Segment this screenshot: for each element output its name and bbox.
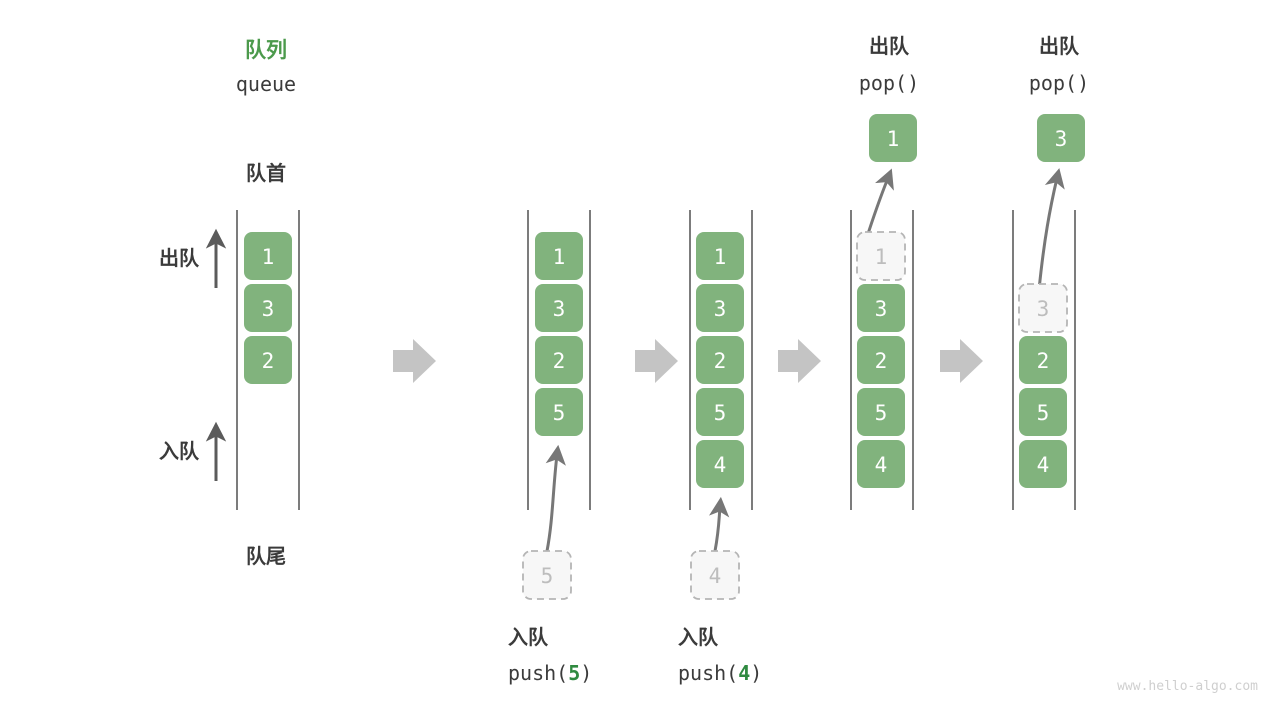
- queue-cell-value: 4: [1037, 453, 1050, 477]
- stage-caption-code: push(4): [678, 661, 762, 685]
- stage-push-5: 1 3 2 5 5 入队 push(5): [508, 210, 592, 685]
- queue-cell-removed: 1: [856, 231, 906, 281]
- queue-cell-value: 4: [875, 453, 888, 477]
- stage-caption-cn: 入队: [678, 625, 719, 649]
- queue-cell: 5: [696, 388, 744, 436]
- popped-element: 1: [869, 114, 917, 162]
- queue-cell: 4: [857, 440, 905, 488]
- queue-cell: 3: [535, 284, 583, 332]
- stage-caption-cn: 出队: [1039, 34, 1080, 58]
- queue-cell-value: 1: [714, 245, 727, 269]
- stage-caption-cn: 出队: [869, 34, 910, 58]
- step-arrow-4-icon: [940, 339, 983, 383]
- step-arrow-1-icon: [393, 339, 436, 383]
- stage-caption-code: push(5): [508, 661, 592, 685]
- queue-cell-value: 3: [875, 297, 888, 321]
- step-arrow-2-icon: [635, 339, 678, 383]
- stage-pop-3: 出队 pop() 3 3 2 5 4: [1012, 34, 1089, 510]
- dequeue-direction-label: 出队: [159, 246, 200, 270]
- queue-cell-value: 3: [1037, 297, 1050, 321]
- pop-arrow-icon: [864, 168, 894, 241]
- stage-pop-1: 出队 pop() 1 1 3 2 5 4: [850, 34, 919, 510]
- queue-cell: 2: [535, 336, 583, 384]
- enqueue-direction-label: 入队: [159, 439, 200, 463]
- queue-cell-value: 1: [875, 245, 888, 269]
- queue-cell: 5: [1019, 388, 1067, 436]
- queue-cell: 1: [696, 232, 744, 280]
- push-arrow-icon: [545, 444, 566, 552]
- stage-caption-cn: 入队: [508, 625, 549, 649]
- push-arrow-icon: [708, 496, 730, 552]
- queue-cell-value: 3: [714, 297, 727, 321]
- incoming-element: 4: [690, 550, 740, 600]
- queue-cell: 2: [696, 336, 744, 384]
- queue-cell-removed: 3: [1018, 283, 1068, 333]
- stage-push-4: 1 3 2 5 4 4 入队 push(4): [678, 210, 762, 685]
- queue-rear-label: 队尾: [246, 544, 286, 568]
- queue-cell-value: 2: [714, 349, 727, 373]
- queue-cell-value: 1: [553, 245, 566, 269]
- queue-cell-value: 3: [553, 297, 566, 321]
- queue-cell-new: 4: [696, 440, 744, 488]
- queue-cell: 3: [244, 284, 292, 332]
- queue-cell-value: 5: [553, 401, 566, 425]
- queue-cell-value: 5: [1037, 401, 1050, 425]
- queue-cell: 2: [1019, 336, 1067, 384]
- incoming-element-value: 5: [541, 564, 554, 588]
- queue-cell: 3: [857, 284, 905, 332]
- incoming-element: 5: [522, 550, 572, 600]
- queue-cell-value: 2: [553, 349, 566, 373]
- queue-cell-new: 5: [535, 388, 583, 436]
- queue-cell-value: 2: [262, 349, 275, 373]
- queue-cell-value: 5: [714, 401, 727, 425]
- stage-initial: 1 3 2: [236, 210, 300, 510]
- code-prefix: pop(: [859, 71, 907, 95]
- popped-element-value: 3: [1055, 127, 1068, 151]
- stage-caption-code: pop(): [859, 71, 919, 95]
- code-suffix: ): [907, 71, 919, 95]
- queue-cell: 1: [244, 232, 292, 280]
- queue-front-label: 队首: [246, 161, 286, 185]
- queue-cell-value: 4: [714, 453, 727, 477]
- pop-arrow-icon: [1037, 168, 1065, 291]
- queue-cell: 2: [244, 336, 292, 384]
- queue-cell: 1: [535, 232, 583, 280]
- code-arg: 5: [568, 661, 580, 685]
- queue-cell-value: 5: [875, 401, 888, 425]
- code-arg: 4: [738, 661, 750, 685]
- code-prefix: pop(: [1029, 71, 1077, 95]
- queue-cell: 4: [1019, 440, 1067, 488]
- code-suffix: ): [1077, 71, 1089, 95]
- queue-cell: 3: [696, 284, 744, 332]
- diagram-title-en: queue: [236, 72, 296, 96]
- popped-element: 3: [1037, 114, 1085, 162]
- queue-cell: 2: [857, 336, 905, 384]
- code-suffix: ): [580, 661, 592, 685]
- stage-caption-code: pop(): [1029, 71, 1089, 95]
- queue-cell-value: 2: [1037, 349, 1050, 373]
- queue-cell-value: 2: [875, 349, 888, 373]
- queue-cell-value: 3: [262, 297, 275, 321]
- incoming-element-value: 4: [709, 564, 722, 588]
- watermark: www.hello-algo.com: [1117, 679, 1258, 694]
- queue-cell: 5: [857, 388, 905, 436]
- diagram-title-cn: 队列: [245, 38, 287, 62]
- code-suffix: ): [750, 661, 762, 685]
- step-arrow-3-icon: [778, 339, 821, 383]
- code-prefix: push(: [508, 661, 568, 685]
- queue-cell-value: 1: [262, 245, 275, 269]
- code-prefix: push(: [678, 661, 738, 685]
- popped-element-value: 1: [887, 127, 900, 151]
